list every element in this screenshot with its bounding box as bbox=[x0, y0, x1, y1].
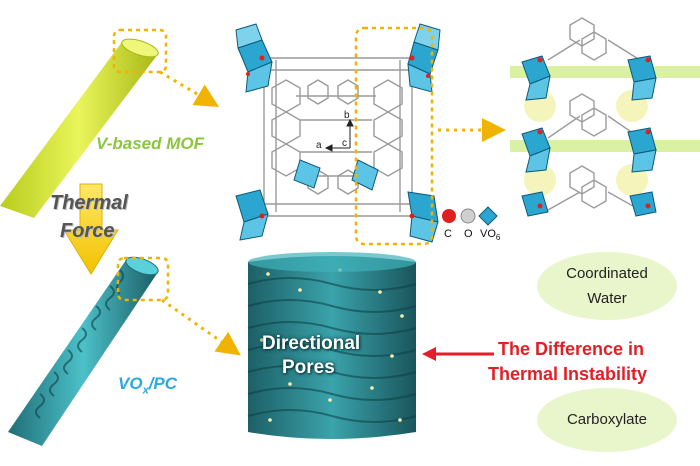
mof-framework bbox=[235, 23, 441, 243]
legend-c-label: C bbox=[444, 228, 452, 240]
directional-pores-block bbox=[247, 252, 417, 439]
carboxylate-bubble bbox=[537, 388, 677, 452]
carbon-atom-icon bbox=[442, 209, 456, 223]
rod-zoom-box bbox=[112, 28, 168, 74]
legend-o-label: O bbox=[464, 228, 473, 240]
vo6-icon bbox=[478, 206, 498, 226]
pores-label-line2: Pores bbox=[282, 357, 335, 378]
thermal-arrow bbox=[63, 183, 119, 275]
vox-main: VO bbox=[118, 374, 143, 393]
axis-c-label: c bbox=[342, 138, 347, 149]
chain-structure bbox=[510, 17, 700, 217]
carboxylate-label: Carboxylate bbox=[566, 411, 648, 428]
mof-rod bbox=[0, 38, 159, 218]
mof-label: V-based MOF bbox=[96, 134, 204, 153]
vox-suffix: /PC bbox=[148, 374, 178, 393]
rod-zoom-arrow bbox=[159, 70, 220, 108]
difference-label-line2: Thermal Instability bbox=[488, 364, 648, 384]
thermal-label: Thermal bbox=[50, 192, 128, 214]
coordinated-label: Coordinated bbox=[566, 265, 648, 282]
framework-zoom-box bbox=[354, 26, 434, 246]
axis-a-label: a bbox=[316, 140, 322, 151]
vox-pc-label: VOx/PC bbox=[118, 374, 177, 396]
legend-vo6-label: VO6 bbox=[480, 228, 500, 242]
axis-b-label: b bbox=[344, 110, 350, 121]
coordinated-water-bubble bbox=[537, 252, 677, 320]
vox-sub: x bbox=[142, 384, 149, 397]
vox-zoom-arrow bbox=[161, 298, 241, 356]
difference-arrow bbox=[422, 347, 494, 361]
pores-label-line1: Directional bbox=[262, 333, 361, 354]
vox-zoom-box bbox=[116, 256, 170, 302]
legend-vo-text: VO bbox=[480, 228, 496, 240]
water-label: Water bbox=[587, 290, 627, 307]
oxygen-atom-icon bbox=[460, 208, 476, 224]
legend-vo-sub: 6 bbox=[495, 233, 501, 243]
difference-label-line1: The Difference in bbox=[498, 339, 645, 359]
atom-legend bbox=[442, 206, 498, 226]
vox-pc-cylinder bbox=[8, 256, 159, 446]
force-label: Force bbox=[60, 220, 115, 242]
